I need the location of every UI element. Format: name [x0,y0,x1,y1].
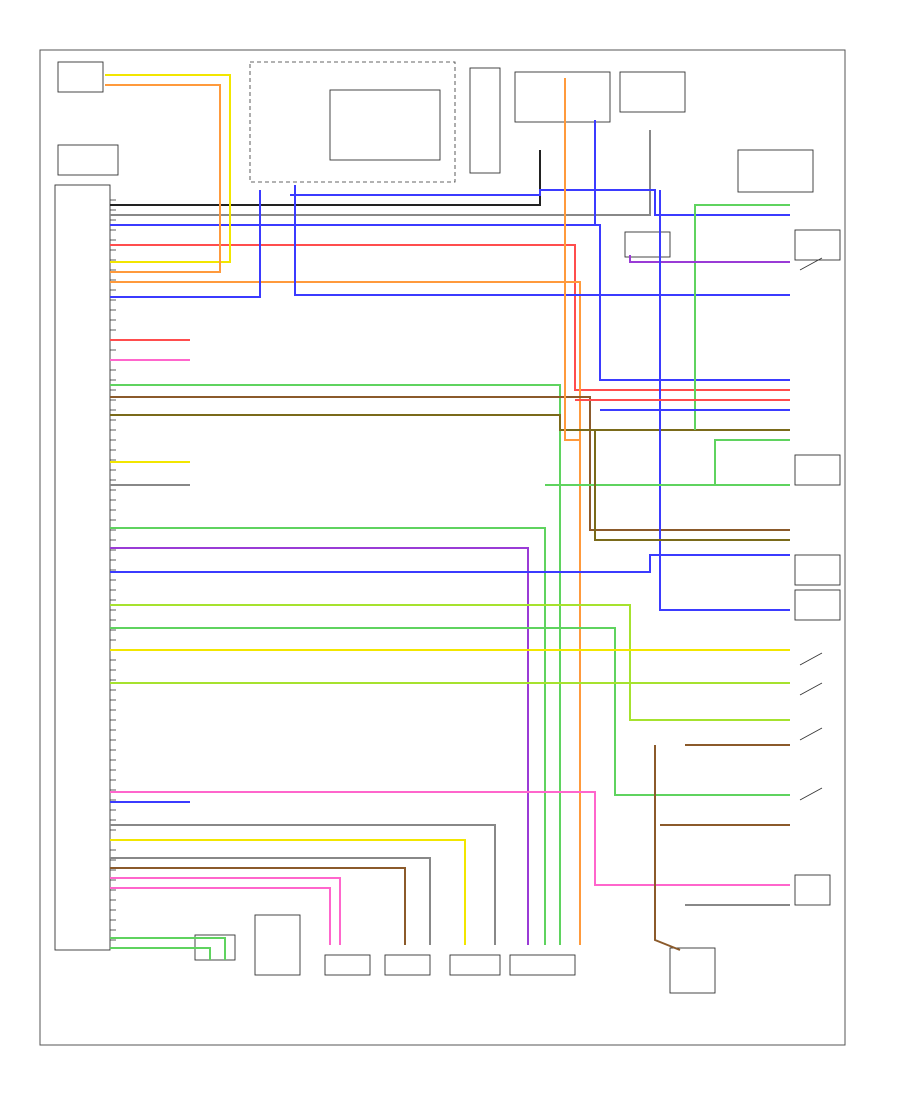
wire-green-1 [110,384,561,945]
wire-violet-1 [110,547,529,945]
bottom-switch-2 [254,914,301,976]
wire-blue-4 [290,189,790,216]
wire-grey-4 [110,857,431,945]
wire-harness [105,74,790,960]
bottom-connector-6 [509,954,576,976]
right-sensor-box [737,149,814,193]
wire-brown-3 [654,745,681,951]
vertical-label-strip [469,67,501,174]
wire-brown-2 [110,867,406,945]
wire-green-2 [110,527,546,945]
switch-contact [799,727,823,741]
diagram-frame [39,49,846,1046]
right-switch-box-5 [794,874,831,906]
wire-green-6 [694,204,790,430]
wire-black-1 [110,150,541,206]
left-sensor-box [57,144,119,176]
wire-green-7 [714,439,790,486]
wire-red-1 [110,244,790,391]
bottom-right-sensor [669,947,716,994]
wire-violet-2 [629,255,790,263]
right-switch-box-4 [794,589,841,621]
bottom-sensor-3 [324,954,371,976]
right-switch-box-3 [794,554,841,586]
wire-olive-2 [594,430,790,541]
switch-symbols [799,257,823,801]
module-pin-ticks [110,199,116,941]
top-left-connector [57,61,104,93]
switch-contact [799,652,823,666]
wire-green-3 [110,627,790,796]
wire-green-4 [110,937,226,960]
relay-box [624,231,671,258]
wire-green-5 [110,947,211,960]
switch-contact [799,682,823,696]
wire-pink-4 [110,887,331,945]
wire-blue-3 [294,185,790,296]
bottom-sensor-4 [384,954,431,976]
bottom-sensor-5 [449,954,501,976]
ignition-switch-box [514,71,611,123]
wire-yellow-4 [110,839,466,945]
right-switch-box-1 [794,229,841,261]
fuse-box [619,71,686,113]
instrument-cluster-box [249,61,456,183]
wire-lightgreen-1 [110,604,790,721]
wire-grey-1 [110,130,651,216]
wire-orange-2 [110,281,581,945]
wire-blue-1 [110,224,790,381]
wire-pink-2 [110,791,790,886]
indicator-lamp-box [329,89,441,161]
wire-blue-2 [110,190,261,298]
wire-pink-3 [110,877,341,945]
wire-blue-7 [659,190,790,611]
wire-orange-1 [105,84,221,273]
wire-olive-1 [110,414,790,431]
wire-blue-5 [110,554,790,573]
wire-orange-3 [564,78,580,441]
wire-grey-3 [110,824,496,945]
wire-yellow-1 [105,74,231,263]
main-control-module [54,184,111,951]
switch-contact [799,787,823,801]
wire-brown-1 [110,396,790,531]
right-switch-box-2 [794,454,841,486]
switch-contact [799,257,823,271]
